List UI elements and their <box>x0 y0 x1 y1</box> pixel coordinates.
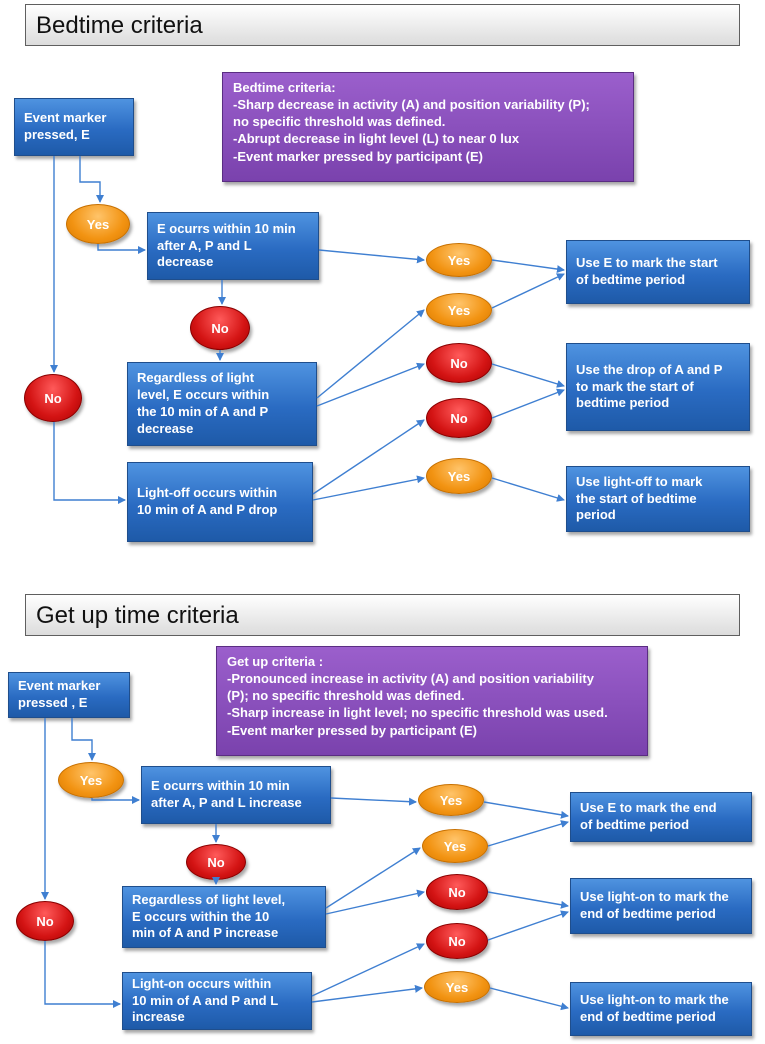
decision-yes-1: Yes <box>426 243 492 277</box>
step2-label: Regardless of light level, E occurs with… <box>132 891 286 941</box>
criteria-line: (P); no specific threshold was defined. <box>227 688 465 704</box>
step3-box: Light-off occurs within 10 min of A and … <box>127 462 313 542</box>
step1-label: E ocurrs within 10 min after A, P and L … <box>157 220 296 270</box>
decision-yes-3: Yes <box>426 458 492 494</box>
line-step2-yes2 <box>325 847 421 909</box>
line-step3-no2 <box>311 943 425 997</box>
outcome-label-1: Use E to mark the start of bedtime perio… <box>576 255 718 287</box>
line-step2-yes2 <box>316 309 425 399</box>
criteria-heading: Get up criteria : <box>227 654 324 669</box>
decision-yes-3: Yes <box>424 971 490 1003</box>
outcome-label-2: Use light-on to mark the end of bedtime … <box>580 889 729 921</box>
outcome-box-1: Use E to mark the end of bedtime period <box>570 792 752 842</box>
line-step1-yes1 <box>318 249 425 264</box>
section-title-getup: Get up time criteria <box>25 594 740 636</box>
line-yes2-out1 <box>487 820 569 847</box>
arrow-event-to-yes <box>79 156 104 203</box>
line-no1-out2 <box>487 891 569 909</box>
arrow-yes-to-step1 <box>91 796 140 804</box>
step3-label: Light-on occurs within 10 min of A and P… <box>132 975 279 1025</box>
line-step1-yes1 <box>330 797 417 806</box>
decision-no-2: No <box>426 923 488 959</box>
step3-label: Light-off occurs within 10 min of A and … <box>137 485 278 517</box>
outcome-label-1: Use E to mark the end of bedtime period <box>580 800 717 832</box>
arrow-yes-to-step1 <box>97 244 146 254</box>
outcome-box-3: Use light-off to mark the start of bedti… <box>566 466 750 532</box>
step2-box: Regardless of light level, E occurs with… <box>122 886 326 948</box>
line-no2-out2 <box>487 910 569 941</box>
decision-no-1: No <box>426 874 488 910</box>
no-oval-mid: No <box>190 306 250 350</box>
criteria-line: -Event marker pressed by participant (E) <box>233 148 483 164</box>
step1-box: E ocurrs within 10 min after A, P and L … <box>141 766 331 824</box>
section-title-bedtime: Bedtime criteria <box>25 4 740 46</box>
line-yes1-out1 <box>491 259 565 273</box>
step3-box: Light-on occurs within 10 min of A and P… <box>122 972 312 1030</box>
criteria-line: no specific threshold was defined. <box>233 114 446 130</box>
line-step2-no1 <box>316 362 425 407</box>
line-step3-yes3 <box>311 984 423 1003</box>
criteria-line: -Event marker pressed by participant (E) <box>227 722 477 738</box>
arrow-event-to-yes <box>71 718 96 761</box>
outcome-label-2: Use the drop of A and P to mark the star… <box>576 361 723 411</box>
step2-box: Regardless of light level, E occurs with… <box>127 362 317 446</box>
event-marker-box: Event marker pressed, E <box>14 98 134 156</box>
line-yes3-out3 <box>491 477 565 502</box>
step2-label: Regardless of light level, E occurs with… <box>137 370 270 436</box>
criteria-line: -Sharp increase in light level; no speci… <box>227 705 608 721</box>
line-yes1-out1 <box>483 801 569 819</box>
event-marker-box: Event marker pressed , E <box>8 672 130 718</box>
arrow-noleft-to-step3 <box>44 941 121 1008</box>
no-oval-left: No <box>16 901 74 941</box>
line-yes2-out1 <box>491 273 565 309</box>
decision-yes-2: Yes <box>422 829 488 863</box>
criteria-line: -Abrupt decrease in light level (L) to n… <box>233 131 520 147</box>
decision-no-2: No <box>426 398 492 438</box>
line-yes3-out3 <box>489 987 569 1011</box>
decision-yes-1: Yes <box>418 784 484 816</box>
yes-oval-top: Yes <box>66 204 130 244</box>
step1-label: E ocurrs within 10 min after A, P and L … <box>151 778 302 810</box>
no-oval-left: No <box>24 374 82 422</box>
line-step3-no2 <box>312 419 425 495</box>
arrow-noleft-to-step3 <box>53 422 126 504</box>
outcome-box-2: Use light-on to mark the end of bedtime … <box>570 878 752 934</box>
yes-oval-top: Yes <box>58 762 124 798</box>
line-step2-no1 <box>325 889 425 915</box>
getup-criteria-box: Get up criteria : -Pronounced increase i… <box>216 646 648 756</box>
line-no1-out2 <box>491 363 565 388</box>
decision-yes-2: Yes <box>426 293 492 327</box>
outcome-label-3: Use light-off to mark the start of bedti… <box>576 473 703 523</box>
line-no2-out2 <box>491 388 565 419</box>
event-marker-label: Event marker pressed , E <box>18 678 101 710</box>
event-marker-label: Event marker pressed, E <box>24 110 107 142</box>
bedtime-criteria-box: Bedtime criteria: -Sharp decrease in act… <box>222 72 634 182</box>
criteria-line: -Pronounced increase in activity (A) and… <box>227 671 594 687</box>
outcome-box-3: Use light-on to mark the end of bedtime … <box>570 982 752 1036</box>
no-oval-mid: No <box>186 844 246 880</box>
line-step3-yes3 <box>312 475 425 501</box>
step1-box: E ocurrs within 10 min after A, P and L … <box>147 212 319 280</box>
criteria-heading: Bedtime criteria: <box>233 80 336 95</box>
outcome-label-3: Use light-on to mark the end of bedtime … <box>580 992 729 1024</box>
decision-no-1: No <box>426 343 492 383</box>
outcome-box-1: Use E to mark the start of bedtime perio… <box>566 240 750 304</box>
criteria-line: -Sharp decrease in activity (A) and posi… <box>233 97 590 113</box>
outcome-box-2: Use the drop of A and P to mark the star… <box>566 343 750 431</box>
